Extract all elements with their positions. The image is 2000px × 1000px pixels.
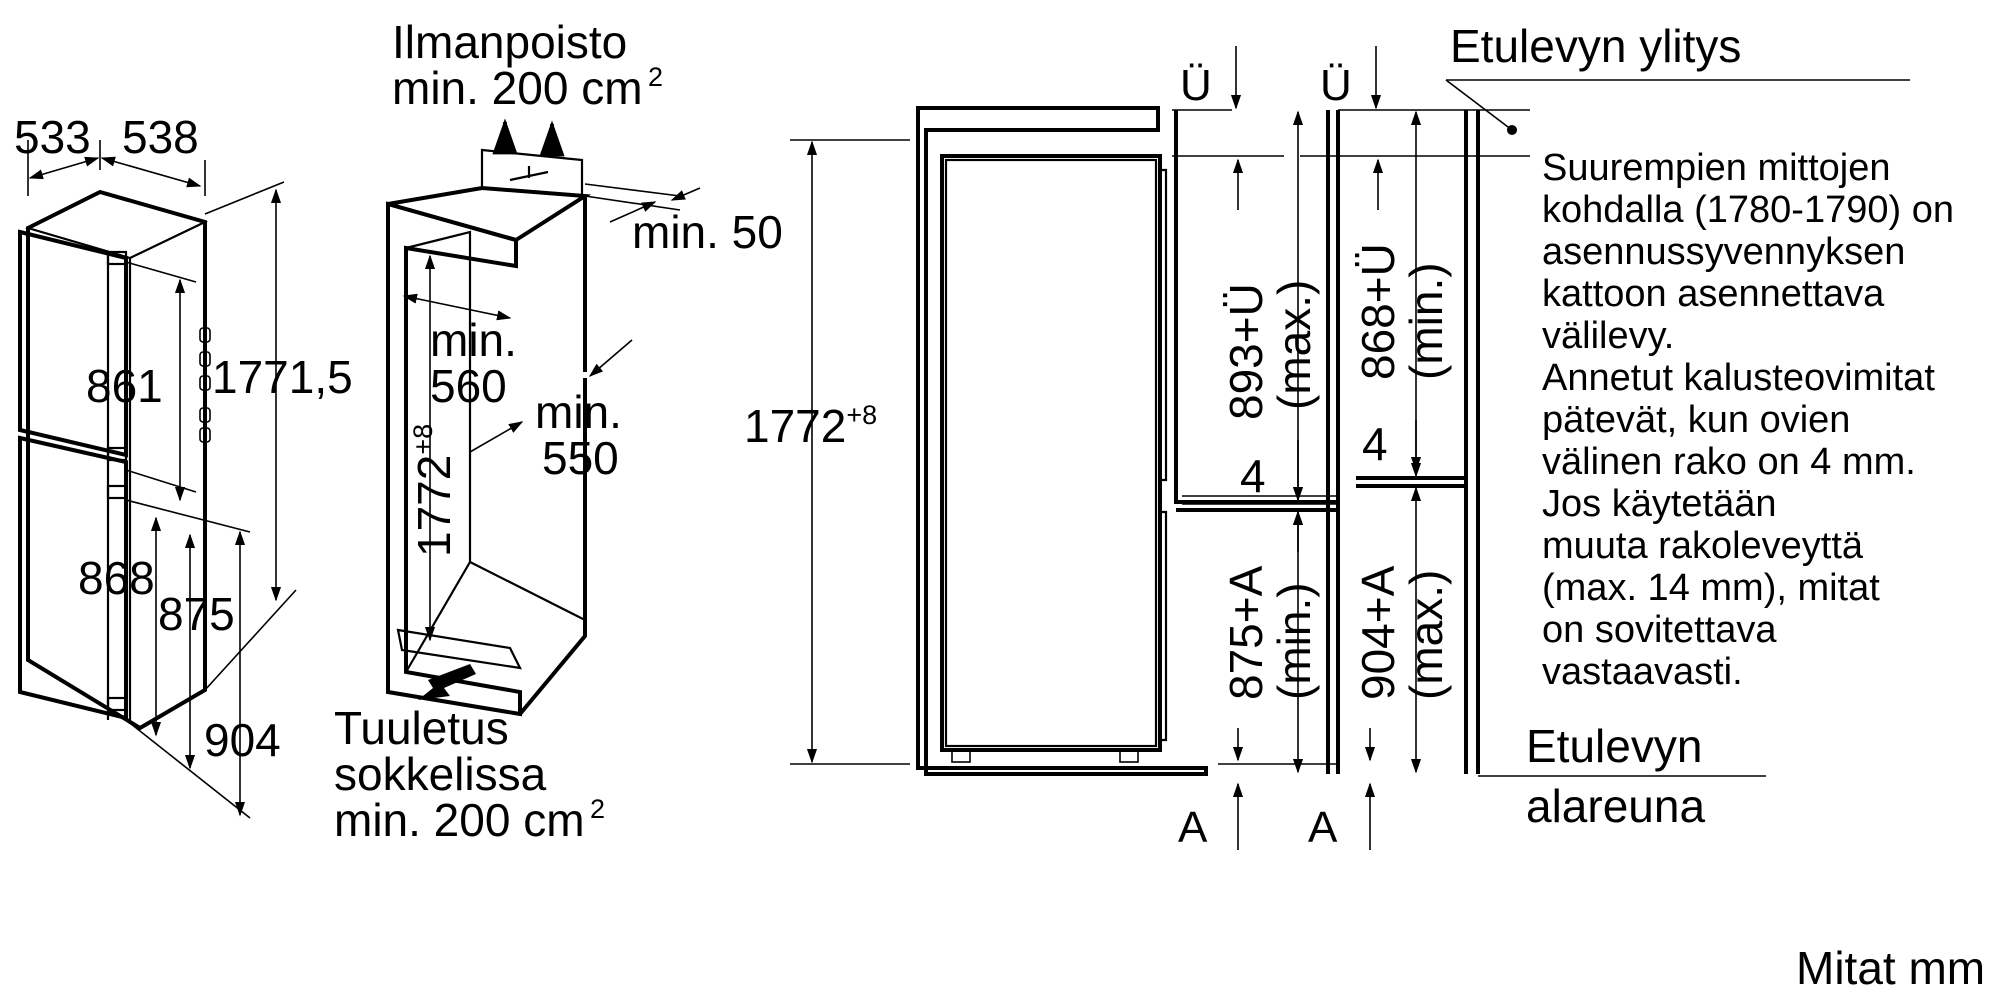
upper-door-label: 861 <box>86 360 163 412</box>
upper-min-label: 868+Ü <box>1352 243 1404 380</box>
air-out-label-line1: Ilmanpoisto <box>392 16 627 68</box>
vent-arrow <box>418 664 476 700</box>
note-paragraph: Suurempien mittojen kohdalla (1780-1790)… <box>1542 147 1965 693</box>
door-right-panel <box>1326 110 1480 774</box>
depth-min-label-line1: min. <box>430 314 517 366</box>
depth-b-label: 538 <box>122 111 199 163</box>
door-left-panel <box>1174 110 1340 512</box>
gap-left-label: 4 <box>1240 450 1266 502</box>
lower-door-panel <box>18 435 128 721</box>
units-label: Mitat mm <box>1796 942 1985 994</box>
bottom-edge-label-line2: alareuna <box>1526 780 1705 832</box>
hinge-markers <box>199 327 211 443</box>
appliance-body <box>940 154 1162 752</box>
lower-door-b-label: 875 <box>158 588 235 640</box>
overhang-title: Etulevyn ylitys <box>1450 20 1741 72</box>
rear-bumps <box>1160 168 1168 742</box>
upper-door-panel <box>18 229 128 458</box>
niche-top-face <box>387 185 592 243</box>
lower-max-label: 904+A <box>1352 565 1404 700</box>
niche-right-side <box>518 196 587 716</box>
overhang-dot <box>1507 125 1517 135</box>
side-height-label: 1772+8 <box>744 400 877 452</box>
depth-min-label-line2: 560 <box>430 360 507 412</box>
a-left-label: A <box>1178 803 1208 852</box>
niche-height-label: 1772+8 <box>408 424 460 557</box>
side-view-drawing: 1772+8 Ü Ü 893+Ü (m <box>744 46 1530 852</box>
niche-top-bracket <box>916 106 1208 776</box>
depth-a-label: 533 <box>14 111 91 163</box>
total-height-label: 1771,5 <box>212 351 353 403</box>
depth-a-line <box>28 156 100 180</box>
upper-max-note: (max.) <box>1268 280 1320 410</box>
bottom-edge-label-line1: Etulevyn <box>1526 720 1702 772</box>
gap-right-label: 4 <box>1362 418 1388 470</box>
upper-min-note: (min.) <box>1400 262 1452 380</box>
top-gap-label: min. 50 <box>632 206 783 258</box>
vent-sup: 2 <box>590 794 605 824</box>
lower-min-note: (min.) <box>1268 582 1320 700</box>
air-out-sup: 2 <box>648 62 663 92</box>
depth-b-line <box>100 156 202 188</box>
depth-min-line <box>402 293 512 321</box>
vent-label-line1: Tuuletus <box>334 702 509 754</box>
appliance-top-face <box>25 190 209 260</box>
air-out-label-line2: min. 200 cm <box>392 62 643 114</box>
niche-drawing: Ilmanpoisto min. 200 cm 2 min. 50 min. 5… <box>334 16 783 846</box>
top-vent-box <box>480 148 584 198</box>
appliance-drawing: 533 538 1771,5 861 868 875 904 <box>14 111 353 819</box>
vent-label-line2: sokkelissa <box>334 748 547 800</box>
lower-max-note: (max.) <box>1400 570 1452 700</box>
a-right-label: A <box>1308 803 1338 852</box>
lower-total-label: 904 <box>204 714 281 766</box>
u-right-label: Ü <box>1320 61 1352 110</box>
u-left-label: Ü <box>1180 61 1212 110</box>
upper-max-label: 893+Ü <box>1220 283 1272 420</box>
lower-door-label: 868 <box>78 552 155 604</box>
width-min-label-line2: 550 <box>542 432 619 484</box>
lower-min-label: 875+A <box>1220 565 1272 700</box>
vent-label-line3: min. 200 cm <box>334 794 585 846</box>
width-min-label-line1: min. <box>535 386 622 438</box>
notes-block: Etulevyn ylitys Suurempien mittojen kohd… <box>1445 20 1985 994</box>
